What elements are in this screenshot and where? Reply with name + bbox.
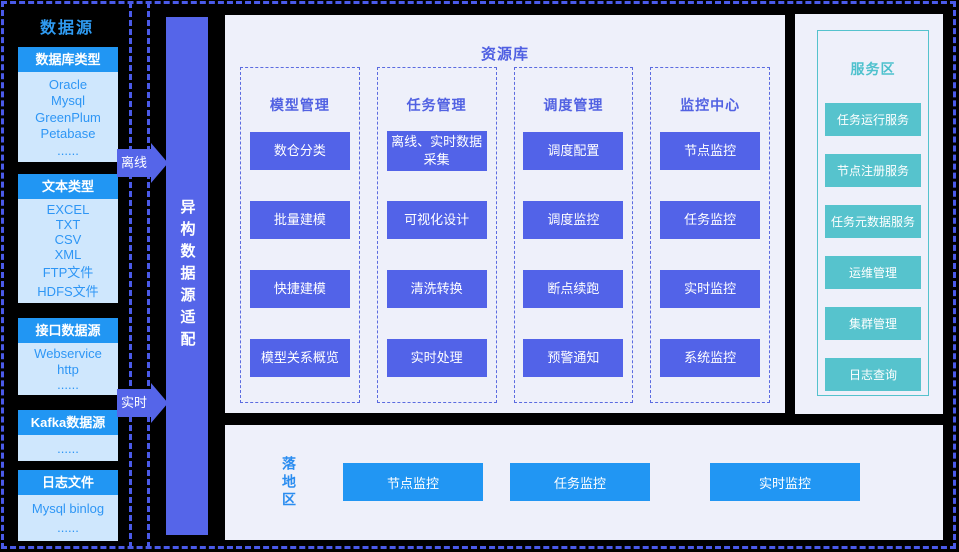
source-item: ...... [57, 440, 79, 456]
realtime-monitor-button: 实时监控 [660, 269, 761, 308]
source-box-title: Kafka数据源 [18, 410, 118, 435]
source-item: http [57, 361, 79, 377]
source-item: ...... [57, 519, 79, 535]
cleaning-transform-button: 清洗转换 [386, 269, 487, 308]
source-box-kafka-source: Kafka数据源 ...... [18, 410, 118, 461]
column-title: 调度管理 [543, 97, 604, 113]
resource-panel: 资源库 模型管理 数仓分类 批量建模 快捷建模 模型关系概览 任务管理 离线、实… [225, 15, 785, 413]
source-box-title: 日志文件 [18, 470, 118, 495]
source-box-api-source: 接口数据源 Webservice http ...... [18, 318, 118, 395]
task-monitor-button: 任务监控 [660, 200, 761, 239]
visual-design-button: 可视化设计 [386, 200, 487, 239]
source-item: TXT [55, 217, 81, 232]
column-schedule-management: 调度管理 调度配置 调度监控 断点续跑 预警通知 [513, 67, 634, 403]
source-box-title: 数据库类型 [18, 47, 118, 72]
schedule-config-button: 调度配置 [523, 131, 624, 170]
resource-panel-title: 资源库 [480, 46, 529, 63]
source-item: FTP文件 [42, 265, 94, 280]
column-title: 任务管理 [406, 97, 467, 113]
cluster-management-button: 集群管理 [825, 307, 921, 340]
column-monitor-center: 监控中心 节点监控 任务监控 实时监控 系统监控 [650, 67, 770, 403]
source-box-text-type: 文本类型 EXCEL TXT CSV XML FTP文件 HDFS文件 [18, 174, 118, 303]
source-item: CSV [54, 232, 82, 247]
adapter-bar: 异构数据源适配 [166, 17, 208, 535]
source-box-body: Webservice http ...... [18, 343, 118, 395]
source-zone-divider-line [129, 2, 132, 548]
column-task-management: 任务管理 离线、实时数据采集 可视化设计 清洗转换 实时处理 [376, 67, 497, 403]
source-item: Petabase [40, 126, 96, 141]
landing-panel-title: 落地区 [281, 455, 297, 510]
task-metadata-service-button: 任务元数据服务 [825, 205, 921, 238]
source-item: XML [54, 247, 82, 262]
log-query-button: 日志查询 [825, 358, 921, 391]
source-item: ...... [57, 142, 79, 158]
arrow-right-icon [151, 383, 169, 423]
data-source-zone-title: 数据源 [39, 20, 94, 37]
source-box-title: 文本类型 [18, 174, 118, 199]
source-item: ...... [57, 376, 79, 392]
realtime-arrow-label: 实时 [117, 389, 152, 417]
model-relation-overview-button: 模型关系概览 [249, 338, 350, 377]
node-register-service-button: 节点注册服务 [825, 154, 921, 187]
service-panel: 服务区 任务运行服务 节点注册服务 任务元数据服务 运维管理 集群管理 日志查询 [795, 14, 943, 414]
source-box-title: 接口数据源 [18, 318, 118, 343]
offline-arrow-label: 离线 [117, 149, 152, 177]
realtime-processing-button: 实时处理 [386, 338, 487, 377]
source-box-database-type: 数据库类型 Oracle Mysql GreenPlum Petabase ..… [18, 47, 118, 162]
landing-realtime-monitor-button: 实时监控 [710, 463, 860, 501]
source-item: Mysql binlog [31, 501, 105, 517]
resource-columns: 模型管理 数仓分类 批量建模 快捷建模 模型关系概览 任务管理 离线、实时数据采… [240, 67, 770, 403]
service-box: 服务区 任务运行服务 节点注册服务 任务元数据服务 运维管理 集群管理 日志查询 [817, 30, 929, 396]
column-model-management: 模型管理 数仓分类 批量建模 快捷建模 模型关系概览 [240, 67, 360, 403]
source-item: Oracle [48, 76, 88, 92]
landing-panel: 落地区 节点监控 任务监控 实时监控 [225, 425, 943, 540]
source-item: Mysql [51, 93, 85, 108]
breakpoint-resume-button: 断点续跑 [523, 269, 624, 308]
service-panel-title: 服务区 [850, 61, 896, 77]
schedule-monitor-button: 调度监控 [523, 200, 624, 239]
offline-flow-arrow: 离线 [117, 143, 169, 183]
ops-management-button: 运维管理 [825, 256, 921, 289]
system-monitor-button: 系统监控 [660, 338, 761, 377]
source-box-body: EXCEL TXT CSV XML FTP文件 HDFS文件 [18, 199, 118, 303]
source-item: Webservice [34, 346, 102, 362]
landing-task-monitor-button: 任务监控 [510, 463, 650, 501]
platform-zone-divider-line [147, 2, 150, 548]
alert-notification-button: 预警通知 [523, 338, 624, 377]
column-title: 模型管理 [269, 97, 330, 113]
quick-modeling-button: 快捷建模 [249, 269, 350, 308]
realtime-flow-arrow: 实时 [117, 383, 169, 423]
source-item: GreenPlum [35, 109, 101, 125]
source-box-log-file: 日志文件 Mysql binlog ...... [18, 470, 118, 541]
source-item: EXCEL [46, 202, 90, 217]
source-item: HDFS文件 [37, 284, 99, 299]
landing-node-monitor-button: 节点监控 [343, 463, 483, 501]
source-box-body: Mysql binlog ...... [18, 495, 118, 541]
batch-modeling-button: 批量建模 [249, 200, 350, 239]
node-monitor-button: 节点监控 [660, 131, 761, 170]
column-title: 监控中心 [680, 97, 741, 113]
adapter-bar-label: 异构数据源适配 [178, 199, 196, 353]
offline-realtime-collection-button: 离线、实时数据采集 [386, 130, 487, 171]
source-box-body: Oracle Mysql GreenPlum Petabase ...... [18, 72, 118, 162]
source-box-body: ...... [18, 435, 118, 461]
arrow-right-icon [151, 143, 169, 183]
warehouse-classification-button: 数仓分类 [249, 131, 350, 170]
task-run-service-button: 任务运行服务 [825, 103, 921, 136]
